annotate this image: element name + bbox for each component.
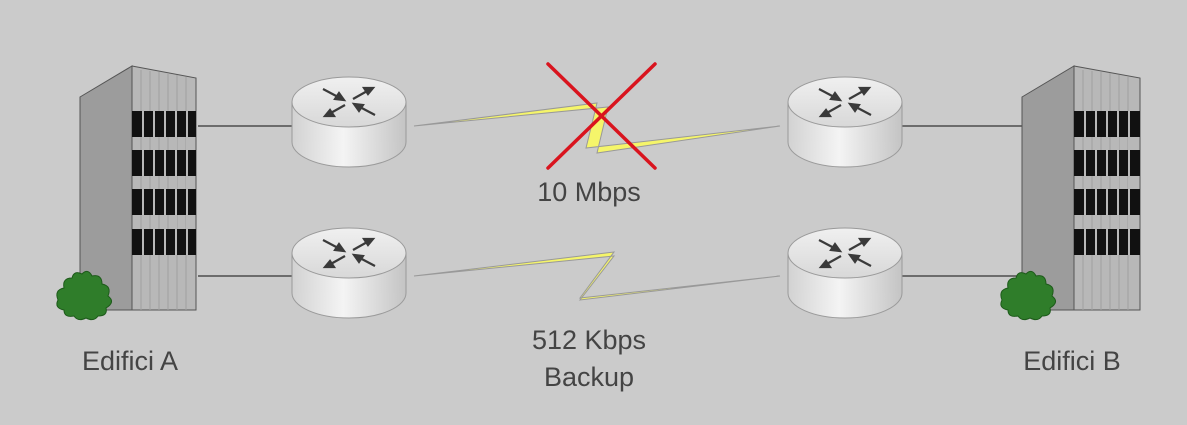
lightning-link-icon: [413, 251, 781, 301]
lightning-link-icon: [413, 102, 781, 154]
failure-cross-icon: [546, 62, 657, 170]
office-building-icon: [1021, 65, 1141, 311]
link-label-backup-speed: 512 Kbps: [531, 325, 647, 355]
building-label-a: Edifici A: [81, 346, 179, 376]
link-label-primary: 10 Mbps: [537, 177, 641, 207]
router-icon: [290, 226, 408, 320]
router-icon: [290, 75, 408, 169]
building-label-b: Edifici B: [1023, 346, 1121, 376]
link-label-backup-tag: Backup: [543, 362, 635, 392]
router-icon: [786, 75, 904, 169]
tree-icon: [1000, 270, 1056, 321]
router-icon: [786, 226, 904, 320]
office-building-icon: [79, 65, 197, 311]
tree-icon: [56, 270, 112, 321]
